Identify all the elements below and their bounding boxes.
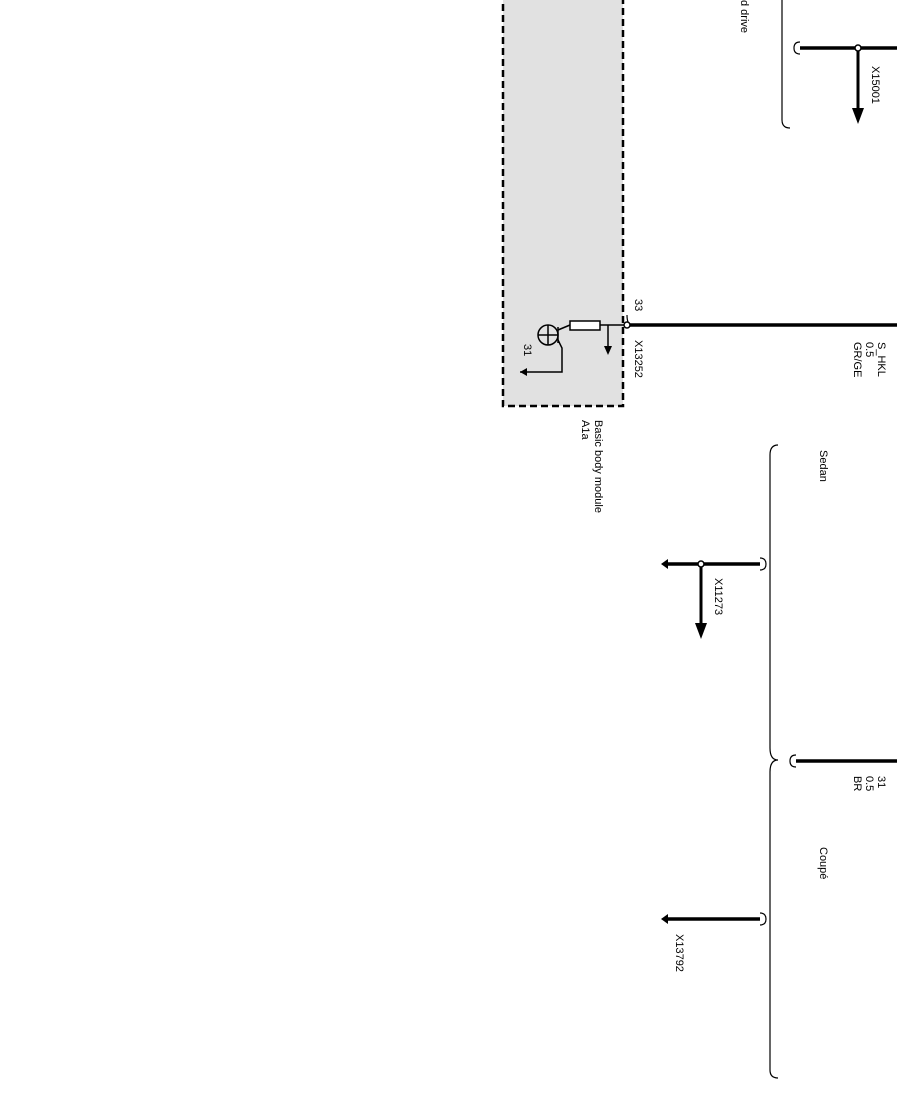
sedan-connector-label: X11273 [712, 578, 724, 615]
sedan-splice-arrow-icon [695, 623, 707, 639]
ground-wire-gauge: 0.5 [863, 776, 875, 791]
top-splice-dot [854, 44, 862, 52]
top-group-label: d drive [738, 0, 750, 33]
coupe-connector-label: X13792 [673, 934, 685, 972]
top-wire-bracket [793, 41, 801, 55]
resistor-symbol [569, 320, 601, 331]
coupe-wire-end-icon [661, 914, 668, 924]
module-id-label: A1a [579, 420, 591, 440]
module-pin-label: 33 [632, 299, 644, 311]
top-group-brace [781, 0, 791, 129]
coupe-label: Coupé [817, 847, 829, 879]
wire-s-hkl-name: S_HKL [875, 342, 887, 377]
ground-arrow-icon [520, 368, 527, 376]
ground-wire-bracket [789, 754, 797, 768]
module-connector-label: X13252 [632, 340, 644, 378]
top-connector-label: X15001 [869, 66, 881, 104]
coupe-wire-bracket [759, 912, 767, 926]
top-splice-arrow-icon [852, 108, 864, 124]
ground-wire-name: 31 [875, 776, 887, 788]
transistor-symbol [520, 324, 571, 373]
wire-s-hkl-gauge: 0.5 [863, 342, 875, 357]
body-module-box [501, 0, 625, 408]
module-ground-label: 31 [521, 344, 533, 356]
wire-s-hkl-color: GR/GE [851, 342, 863, 377]
sedan-wire-end-icon [661, 559, 668, 569]
module-name-label: Basic body module [592, 420, 604, 513]
variant-brace [769, 444, 779, 1079]
ground-wire-color: BR [851, 776, 863, 791]
pin-33-connector [623, 321, 631, 329]
sedan-label: Sedan [817, 450, 829, 482]
sedan-wire-bracket [759, 557, 767, 571]
internal-arrow-icon [604, 346, 612, 355]
sedan-splice-dot [697, 560, 705, 568]
